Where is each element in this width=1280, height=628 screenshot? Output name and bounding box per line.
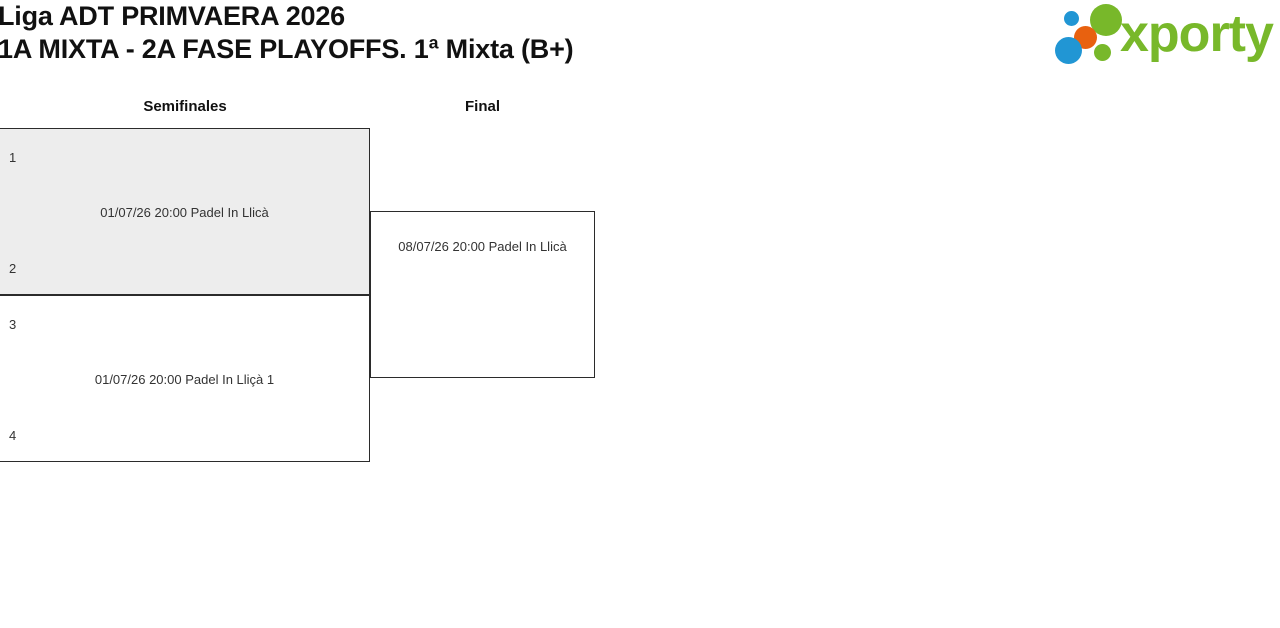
round-header-semifinales: Semifinales [143, 98, 227, 115]
xporty-logo[interactable]: xporty [1046, 2, 1274, 68]
logo-dot-blue-small-icon [1064, 11, 1079, 26]
seed-number-bottom: 2 [9, 261, 17, 276]
logo-dot-green-small-icon [1094, 44, 1111, 61]
match-schedule-info: 01/07/26 20:00 Padel In Llicà [100, 205, 269, 220]
logo-dot-blue-large-icon [1055, 37, 1082, 64]
match-semifinal-1[interactable]: 1 2 01/07/26 20:00 Padel In Llicà [0, 128, 370, 295]
match-final[interactable]: 08/07/26 20:00 Padel In Llicà [370, 211, 595, 378]
tournament-category: 1A MIXTA - 2A FASE PLAYOFFS. 1ª Mixta (B… [0, 34, 574, 64]
match-schedule-info: 08/07/26 20:00 Padel In Llicà [398, 239, 567, 254]
round-header-final: Final [464, 98, 500, 115]
tournament-name: Liga ADT PRIMVAERA 2026 [0, 1, 345, 31]
logo-dots-icon [1054, 4, 1122, 66]
page-header: Liga ADT PRIMVAERA 2026 1A MIXTA - 2A FA… [0, 0, 1280, 78]
match-schedule-info: 01/07/26 20:00 Padel In Lliçà 1 [94, 372, 275, 387]
match-semifinal-2[interactable]: 3 4 01/07/26 20:00 Padel In Lliçà 1 [0, 295, 370, 462]
seed-number-top: 1 [9, 150, 17, 165]
seed-number-top: 3 [9, 317, 17, 332]
seed-number-bottom: 4 [9, 428, 17, 443]
page-title: Liga ADT PRIMVAERA 2026 1A MIXTA - 2A FA… [0, 0, 998, 66]
logo-wordmark: xporty [1120, 5, 1274, 63]
